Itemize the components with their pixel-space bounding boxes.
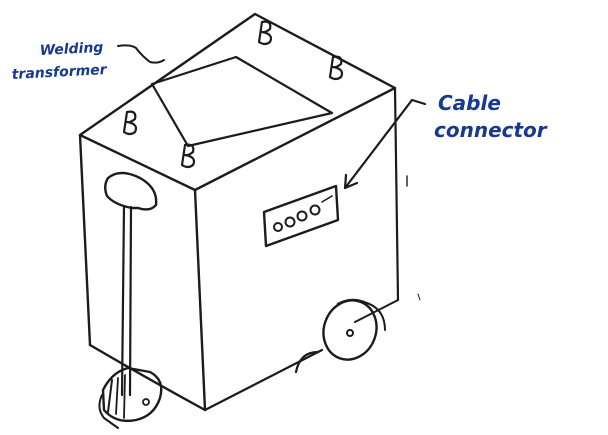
lifting-hook-rear-right <box>330 57 342 79</box>
cable-connector-label-line1: Cable <box>438 91 501 115</box>
welding-transformer-label-line2: transformer <box>11 62 108 83</box>
transformer-box <box>80 14 398 410</box>
lifting-hook-front-right <box>182 145 194 167</box>
cable-connector-panel <box>264 186 338 246</box>
cable-connector-label-line2: connector <box>434 118 548 142</box>
side-handle <box>105 173 156 395</box>
lifting-hook-front-left <box>124 112 136 134</box>
welding-transformer-label-line1: Welding <box>39 40 103 59</box>
box-top-face <box>80 14 395 190</box>
main-wheel <box>315 293 385 367</box>
welding-transformer-pointer <box>118 45 164 62</box>
cable-connector-pointer <box>345 100 425 188</box>
stray-marks <box>407 176 420 300</box>
lifting-hook-rear-left <box>259 22 271 44</box>
